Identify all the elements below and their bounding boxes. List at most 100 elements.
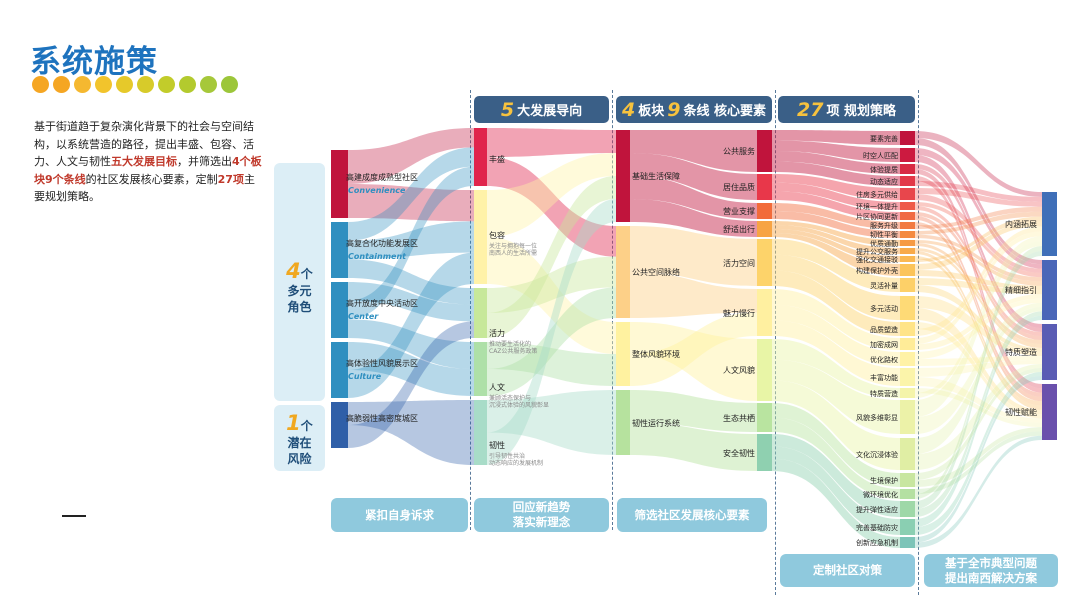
column4-node-3 [757, 221, 772, 237]
flow-band [630, 312, 757, 386]
role-english-label: Containment [348, 252, 407, 261]
column5-node-25 [900, 519, 915, 535]
header1-number: 5 [500, 98, 515, 121]
column5-node-14 [900, 296, 915, 320]
flow-band [630, 422, 757, 471]
column4-node-7 [757, 403, 772, 432]
column6-node-1 [1042, 260, 1057, 320]
flow-band [772, 339, 900, 398]
flow-band [915, 431, 1042, 494]
flow-band [348, 184, 474, 222]
column1-node-2 [331, 282, 348, 338]
strategy-label: 加密成网 [870, 340, 898, 349]
label-card-city-solution-line2: 提出南西解决方案 [945, 570, 1037, 585]
flow-band [772, 182, 900, 210]
column5-node-0 [900, 131, 915, 145]
column-divider [612, 90, 613, 530]
flow-band [915, 296, 1042, 356]
decorative-dot [137, 76, 154, 93]
side-card-roles-line2: 角色 [287, 300, 312, 314]
direction-subtext: 引导韧性共治 [489, 453, 526, 460]
intro-highlight-goals: 五大发展目标 [111, 155, 177, 168]
header1-text: 大发展导向 [517, 104, 583, 119]
decorative-dot [53, 76, 70, 93]
strategy-label: 强化交通接驳 [856, 255, 898, 264]
flow-band [487, 176, 616, 338]
flow-band [772, 191, 900, 220]
element-label: 活力空间 [723, 258, 755, 268]
decorative-dot [74, 76, 91, 93]
flow-band [772, 434, 900, 517]
side-card-risk-line2: 风险 [287, 452, 312, 466]
flow-band [772, 417, 900, 499]
flow-band [772, 270, 900, 336]
flow-band [915, 372, 1042, 535]
strategy-label: 提升公交服务 [856, 247, 898, 256]
flow-band [915, 248, 1042, 348]
decorative-dot [158, 76, 175, 93]
flow-band [915, 212, 1042, 340]
flow-band [348, 321, 474, 448]
flow-band [772, 403, 900, 487]
strategy-label: 完善基础防灾 [856, 523, 898, 532]
flow-band [348, 319, 474, 369]
flow-band [772, 151, 900, 174]
flow-band [915, 270, 1042, 290]
role-label: 高体验性风貌展示区 [346, 359, 418, 368]
flow-band [772, 130, 900, 145]
flow-band [915, 202, 1042, 278]
direction-subtext: 动态响应的发展机制 [489, 460, 544, 467]
module-label: 韧性运行系统 [632, 418, 680, 428]
flow-band [915, 302, 1042, 434]
flow-band [772, 225, 900, 254]
header2-number1: 4 [621, 98, 636, 121]
flow-band [915, 131, 1042, 197]
header2-number2: 9 [667, 98, 681, 121]
column5-node-2 [900, 164, 915, 174]
column5-node-15 [900, 322, 915, 336]
flow-band [630, 153, 757, 200]
module-label: 公共空间脉络 [632, 268, 680, 277]
flow-band [348, 166, 474, 320]
column5-node-11 [900, 256, 915, 262]
flow-band [772, 254, 900, 320]
flow-band [915, 315, 1042, 527]
flow-band [772, 161, 900, 186]
flow-band [915, 148, 1042, 269]
strategy-label: 多元活动 [870, 304, 898, 313]
module-label: 整体风貌环境 [632, 350, 680, 359]
column2-node-2 [474, 288, 487, 338]
flow-band [348, 221, 474, 260]
direction-label: 人文 [489, 383, 505, 392]
flow-band [915, 226, 1042, 336]
flow-band [915, 322, 1042, 419]
column5-node-6 [900, 212, 915, 220]
column4-node-2 [757, 203, 772, 219]
column5-node-10 [900, 248, 915, 254]
column4-node-1 [757, 174, 772, 200]
strategy-label: 提升弹性适应 [856, 505, 898, 514]
strategy-label: 文化沉浸体验 [856, 450, 898, 459]
column5-node-4 [900, 188, 915, 200]
column5-node-3 [900, 176, 915, 186]
column1-node-1 [331, 222, 348, 278]
flow-band [915, 278, 1042, 295]
flow-band [915, 236, 1042, 398]
direction-label: 韧性 [489, 441, 505, 450]
column5-node-22 [900, 473, 915, 487]
role-label: 高开放度中央活动区 [346, 299, 418, 308]
role-label: 高复合化功能发展区 [346, 239, 418, 248]
flow-band [630, 322, 757, 401]
column5-node-1 [900, 148, 915, 162]
column-divider [775, 90, 776, 595]
flow-band [915, 234, 1042, 282]
side-card-roles-number: 4 [286, 259, 301, 283]
flow-band [915, 377, 1042, 423]
flow-band [348, 400, 474, 465]
column5-node-13 [900, 278, 915, 292]
column5-node-16 [900, 338, 915, 350]
flow-band [487, 199, 616, 465]
column3-node-1 [616, 226, 630, 318]
intro-highlight-strategies: 27项 [217, 172, 244, 186]
